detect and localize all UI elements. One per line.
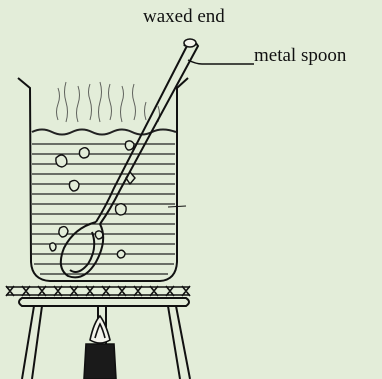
metal-spoon-label: metal spoon [254,45,346,67]
spoon-pointer-line [188,60,254,64]
burner-flame [84,316,116,379]
beaker [18,78,188,281]
wire-gauze [6,286,190,296]
bubbles [50,141,135,258]
waxed-end-label: waxed end [143,6,225,28]
waxed-end [184,39,196,47]
steam [57,82,160,122]
water-pointer-line [168,206,186,207]
water [32,130,176,275]
